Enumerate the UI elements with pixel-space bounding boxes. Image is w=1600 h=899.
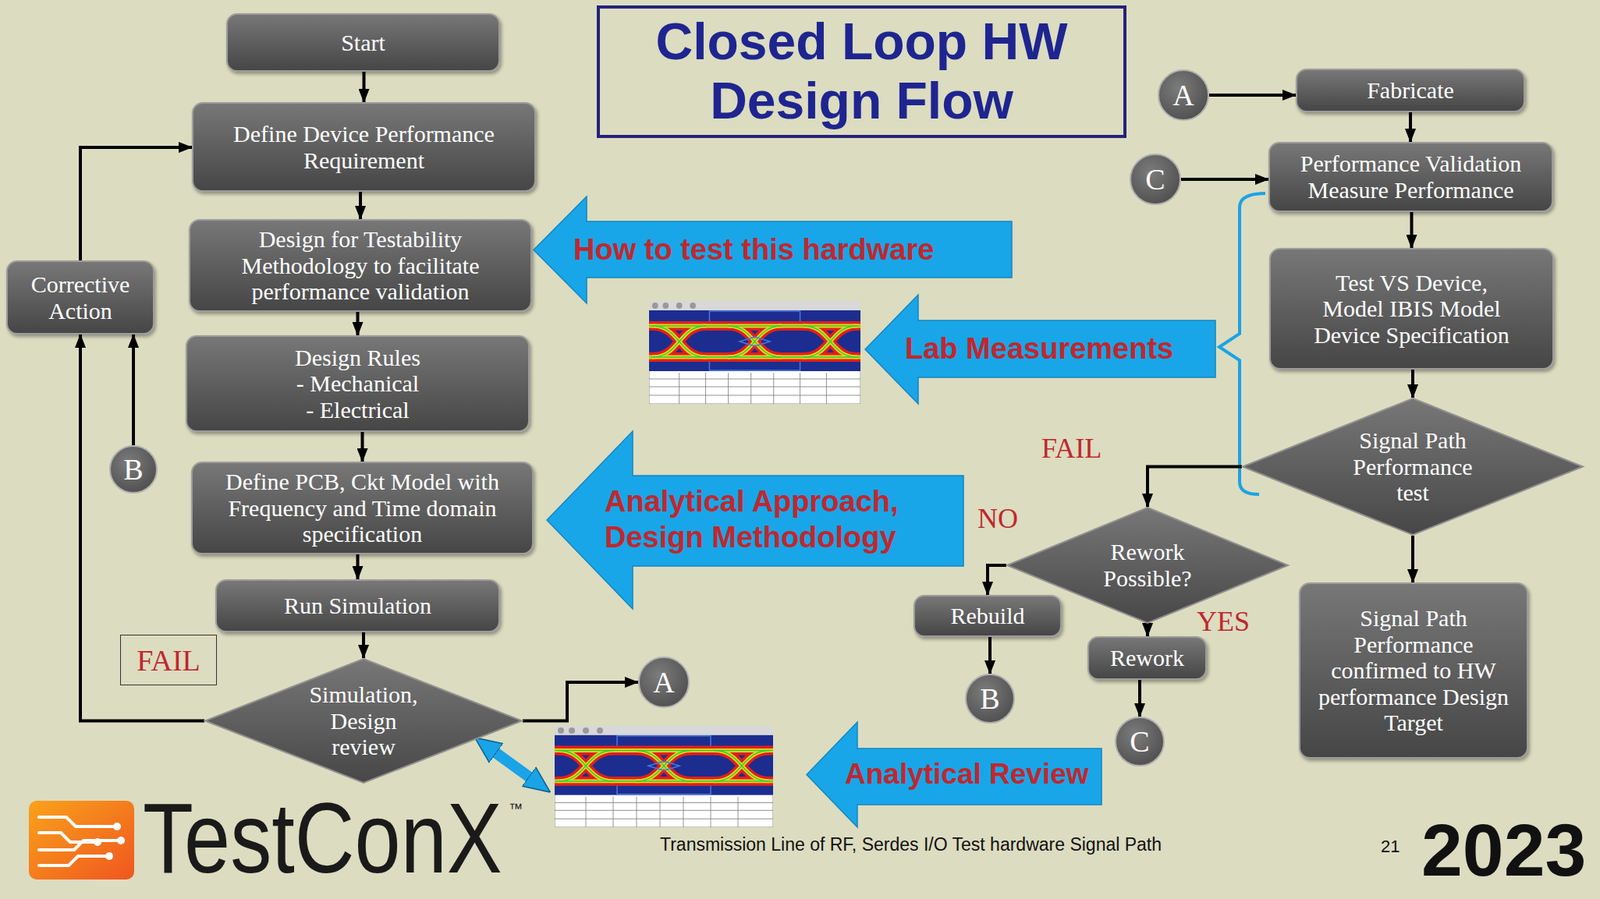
flow-connector	[361, 632, 366, 659]
node-text: C	[1129, 727, 1150, 757]
arrow-outline	[546, 431, 964, 610]
flow-connector	[356, 312, 360, 336]
node-text: C	[1145, 164, 1165, 195]
flow-connector	[356, 554, 360, 580]
flow-connector	[522, 682, 639, 722]
flow-connector	[80, 147, 192, 261]
fail-box: FAIL	[120, 635, 217, 686]
flow-connector	[1410, 212, 1414, 249]
flow-connector	[1145, 624, 1150, 637]
edge-label: YES	[1194, 606, 1253, 637]
process-box: Corrective Action	[6, 260, 155, 335]
edge-label: NO	[975, 503, 1021, 534]
page-number: 21	[1380, 838, 1400, 856]
connector-circle: C	[1129, 153, 1182, 206]
decision-diamond: Simulation, Design review	[204, 658, 523, 785]
process-box: Test VS Device, Model IBIS Model Device …	[1269, 248, 1554, 370]
node-text: Define PCB, Ckt Model with Frequency and…	[216, 468, 509, 548]
title-text: Closed Loop HW Design Flow	[599, 12, 1124, 132]
node-text: - Electrical	[305, 397, 409, 424]
logo-mark	[28, 801, 135, 880]
node-text: Analytical Approach, Design Methodology	[604, 484, 954, 556]
process-box: Design for Testability Methodology to fa…	[188, 219, 533, 313]
arrow-outline	[806, 722, 1102, 828]
node-text: Simulation, Design review	[299, 681, 429, 761]
node-text: Define Device Performance Requirement	[202, 120, 526, 174]
connector-circle: C	[1114, 716, 1165, 767]
logo-text: TestConX	[142, 788, 503, 889]
process-box: Fabricate	[1295, 68, 1526, 113]
flow-connector	[131, 334, 135, 446]
flow-connector	[361, 432, 365, 462]
callout-arrow: Analytical Review	[805, 721, 1103, 829]
flow-connector	[1408, 112, 1412, 142]
trademark: ™	[508, 801, 523, 816]
process-box: Performance Validation Measure Performan…	[1268, 141, 1554, 213]
connector-circle: B	[964, 674, 1015, 724]
arrow-shape	[546, 430, 965, 611]
node-text: Fabricate	[1366, 77, 1455, 104]
diamond-outline	[205, 659, 522, 784]
connector-circle: A	[638, 656, 690, 709]
arrow-outline	[533, 196, 1012, 304]
node-text: How to test this hardware	[573, 232, 934, 269]
process-box: Rework	[1087, 636, 1207, 681]
process-box: Design Rules- Mechanical- Electrical	[185, 335, 530, 433]
node-text: A	[652, 667, 675, 698]
connector-circle: A	[1157, 69, 1210, 121]
flow-connector	[1138, 680, 1142, 717]
node-text: Analytical Review	[844, 757, 1090, 792]
node-text: Design for Testability Methodology to fa…	[199, 226, 522, 306]
footer-caption: Transmission Line of RF, Serdes I/O Test…	[659, 836, 1162, 855]
flow-connector	[988, 637, 992, 675]
edge-label: FAIL	[1039, 433, 1104, 464]
year-label: 2023	[1421, 813, 1586, 888]
node-text: Rebuild	[950, 603, 1026, 630]
flow-connector	[362, 71, 366, 103]
node-text: Test VS Device, Model IBIS Model Device …	[1309, 269, 1514, 349]
node-text: Rework Possible?	[1089, 539, 1207, 592]
node-text: Start	[340, 29, 386, 57]
process-box: Run Simulation	[215, 579, 501, 633]
node-text: FAIL	[136, 645, 201, 676]
flow-connector	[358, 191, 362, 220]
flow-connector	[1181, 177, 1269, 181]
callout-arrow: How to test this hardware	[532, 195, 1013, 305]
diamond-outline	[1242, 398, 1583, 536]
process-box: Define Device Performance Requirement	[191, 102, 536, 192]
node-text: Performance Validation Measure Performan…	[1279, 150, 1543, 203]
process-box: Rebuild	[913, 595, 1062, 638]
node-text: B	[123, 454, 143, 485]
connector-circle: B	[109, 445, 158, 494]
callout-arrow: Lab Measurements	[864, 294, 1217, 405]
arrow-outline	[865, 294, 1216, 405]
node-text: B	[979, 684, 1000, 714]
title-box: Closed Loop HW Design Flow	[596, 5, 1127, 139]
node-text: Corrective Action	[17, 271, 144, 324]
node-text: Signal Path Performance test	[1344, 427, 1482, 507]
node-text: - Mechanical	[296, 370, 419, 398]
node-text: Rework	[1110, 645, 1185, 672]
bracket	[1219, 193, 1266, 495]
node-text: A	[1172, 80, 1194, 110]
double-arrow	[489, 748, 536, 782]
node-text: Design Rules	[294, 344, 421, 372]
process-box: Signal Path Performance confirmed to HW …	[1298, 582, 1529, 760]
node-text: Run Simulation	[283, 592, 432, 620]
node-text: Lab Measurements	[904, 331, 1174, 368]
flow-connector	[1411, 369, 1415, 398]
flow-connector	[1411, 535, 1415, 583]
flow-connector	[987, 565, 1007, 596]
decision-diamond: Signal Path Performance test	[1241, 397, 1584, 536]
process-box: Define PCB, Ckt Model with Frequency and…	[191, 461, 534, 555]
flow-connector	[1147, 467, 1242, 508]
callout-arrow: Analytical Approach, Design Methodology	[546, 430, 965, 611]
process-box: Start	[226, 13, 501, 72]
flow-connector	[1209, 93, 1296, 97]
node-text: Signal Path Performance confirmed to HW …	[1309, 605, 1518, 737]
